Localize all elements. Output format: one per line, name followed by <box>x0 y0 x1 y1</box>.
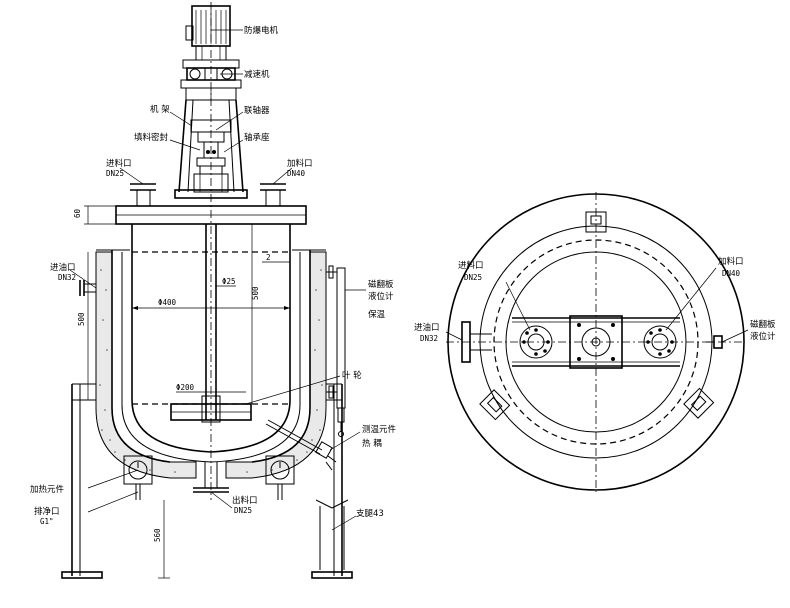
plan-view: 进料口 DN25 加料口 DN40 进油口 DN32 磁翻板 液位计 <box>414 192 776 492</box>
level-gauge <box>326 265 346 437</box>
elevation-view: 防爆电机 减速机 联轴器 机 架 填料密封 轴承座 进料口 DN25 加料口 D… <box>30 2 397 579</box>
dim-impeller: Φ200 <box>176 383 195 392</box>
plan-label-inlet-left-dn: DN25 <box>464 273 482 282</box>
label-drain-size: G1" <box>40 517 54 526</box>
label-heater-2: 热 耦 <box>362 438 382 449</box>
dim-height: 500 <box>251 286 260 300</box>
label-coupling: 联轴器 <box>244 105 270 116</box>
dim-shaft: Φ25 <box>222 277 236 286</box>
label-insulation: 保温 <box>368 309 386 320</box>
label-reducer: 减速机 <box>244 69 270 80</box>
label-support: 支腿43 <box>356 508 384 519</box>
impeller <box>170 395 252 423</box>
label-frame: 机 架 <box>150 104 170 115</box>
temperature-probe <box>265 419 337 471</box>
label-seal: 填料密封 <box>134 132 169 143</box>
label-drain: 排净口 <box>34 506 60 517</box>
dim-gap: 2 <box>266 253 271 262</box>
label-inlet-right: 加料口 <box>287 158 313 169</box>
plan-label-oil-in: 进油口 <box>414 322 440 333</box>
label-gauge-2: 液位计 <box>368 291 394 302</box>
nozzle-left <box>519 325 553 359</box>
dim-jacket: 500 <box>77 312 86 326</box>
label-gauge-1: 磁翻板 <box>368 279 394 290</box>
plan-label-inlet-right-dn: DN40 <box>722 269 741 278</box>
plan-label-inlet-left: 进料口 <box>458 260 484 271</box>
label-heater-1: 测温元件 <box>362 424 397 435</box>
label-bearing-seat: 轴承座 <box>244 132 270 143</box>
plan-label-inlet-right: 加料口 <box>718 256 744 267</box>
oil-inlet-plan <box>461 321 492 363</box>
heating-elements <box>123 455 295 500</box>
lug-bottom-right <box>683 387 715 419</box>
drive-mount <box>569 315 623 369</box>
plan-label-gauge-1: 磁翻板 <box>750 319 776 330</box>
legs <box>61 383 353 579</box>
label-oil-in: 进油口 <box>50 262 76 273</box>
insulation-left <box>95 251 197 479</box>
top-nozzles <box>130 183 286 206</box>
lug-bottom-left <box>479 389 511 421</box>
dim-inner: Φ400 <box>158 298 177 307</box>
dim-leg: 560 <box>153 528 162 542</box>
label-motor: 防爆电机 <box>244 25 279 36</box>
label-oil-in-dn: DN32 <box>58 273 76 282</box>
label-heating-element: 加热元件 <box>30 484 65 495</box>
nozzle-right <box>643 325 677 359</box>
motor <box>185 5 231 61</box>
label-inlet-left: 进料口 <box>106 158 132 169</box>
label-inlet-right-dn: DN40 <box>287 169 306 178</box>
plan-label-oil-in-dn: DN32 <box>420 334 438 343</box>
label-outlet-dn: DN25 <box>234 506 252 515</box>
lug-top <box>585 211 607 233</box>
vessel-wall <box>131 224 291 453</box>
plan-label-gauge-2: 液位计 <box>750 331 776 342</box>
label-inlet-left-dn: DN25 <box>106 169 124 178</box>
label-outlet: 出料口 <box>232 495 258 506</box>
support-detail <box>315 499 349 570</box>
dim-top: 60 <box>73 208 82 218</box>
label-impeller: 叶 轮 <box>342 370 362 381</box>
